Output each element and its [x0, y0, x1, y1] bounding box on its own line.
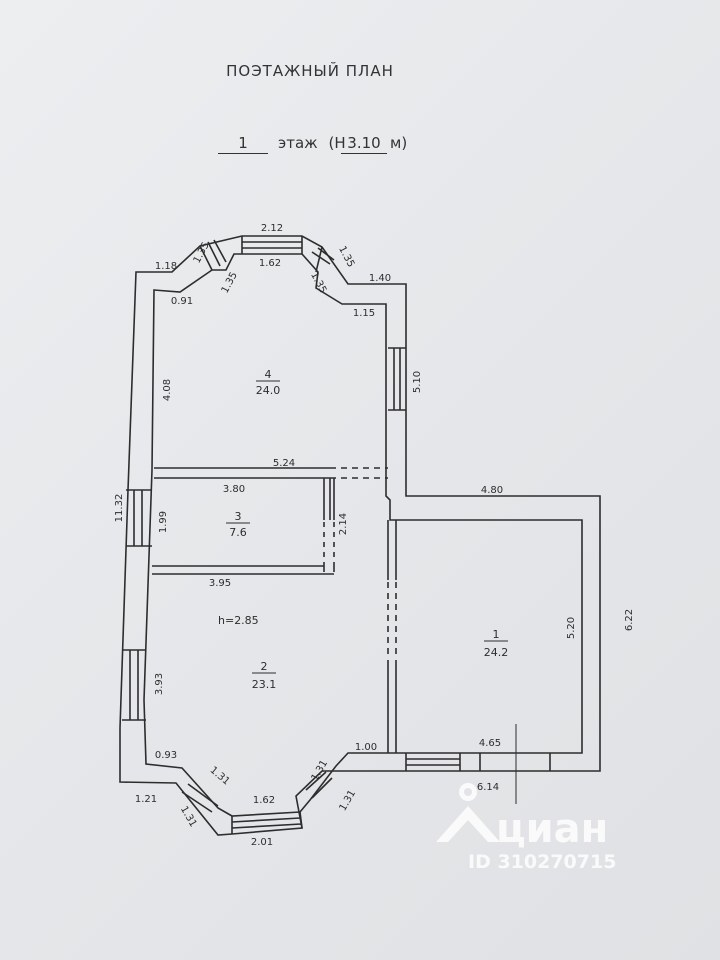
dim-room3-top: 3.80	[223, 484, 245, 495]
dim-room3-right: 2.14	[338, 513, 349, 535]
room-2-height-note: h=2.85	[218, 614, 259, 627]
door-4-1	[330, 467, 388, 479]
window-room2-left	[122, 649, 146, 721]
dim-bottom-left-diag-inner: 1.31	[208, 765, 232, 788]
dim-top-bay-outer: 2.12	[261, 223, 283, 234]
dim-bottom-bay-inner: 1.62	[253, 795, 275, 806]
room-2-label: 2 23.1	[252, 660, 277, 691]
cian-logo-icon	[436, 783, 500, 842]
dim-top-right-inner: 1.15	[353, 308, 375, 319]
room-1-label: 1 24.2	[484, 628, 509, 659]
dim-top-bay-inner: 1.62	[259, 258, 281, 269]
height-unit: м)	[390, 134, 408, 152]
dim-room3-left: 1.99	[158, 511, 169, 533]
watermark-id: ID 310270715	[468, 851, 616, 873]
room-1-area: 24.2	[484, 646, 509, 659]
plan-title: ПОЭТАЖНЫЙ ПЛАН	[226, 62, 394, 80]
window-room1-bottom	[405, 753, 551, 771]
room-2-number: 2	[261, 660, 268, 673]
dim-room3-bottom: 3.95	[209, 578, 231, 589]
window-room4-right	[388, 347, 406, 411]
door-3	[323, 522, 335, 562]
dim-room1-bottom-outer: 6.14	[477, 782, 499, 793]
watermark-brand: циан	[496, 806, 608, 852]
room-4-number: 4	[265, 368, 272, 381]
door-2-1	[387, 582, 397, 658]
dim-left-outer: 11.32	[114, 494, 125, 523]
outer-wall	[119, 235, 601, 836]
floor-word: этаж	[278, 134, 318, 152]
height-prefix: (Н	[328, 134, 346, 152]
window-bottom-left	[181, 783, 219, 813]
window-top-right	[311, 246, 335, 273]
dim-ext-top: 4.80	[481, 485, 503, 496]
dim-bottom-left-outer: 1.21	[135, 794, 157, 805]
dim-room1-right-inner: 5.20	[566, 617, 577, 639]
window-bottom-right	[305, 771, 333, 799]
room-4-area: 24.0	[256, 384, 281, 397]
dim-room2-left: 3.93	[154, 673, 165, 695]
dim-room1-right-outer: 6.22	[624, 609, 635, 631]
dim-top-left-outer: 1.18	[155, 261, 177, 272]
dim-top-right-diag-outer: 1.35	[336, 244, 356, 269]
dim-partition-length: 5.24	[273, 458, 295, 469]
dim-top-left-diag-inner: 1.35	[220, 270, 240, 295]
dim-room4-left: 4.08	[162, 379, 173, 401]
room-1-number: 1	[493, 628, 500, 641]
cian-watermark: циан ID 310270715	[436, 783, 616, 873]
dim-bottom-right-diag-outer: 1.31	[338, 788, 359, 813]
dim-room4-right: 5.10	[412, 371, 423, 393]
room-4-label: 4 24.0	[256, 368, 281, 397]
dim-top-right-diag-inner: 1.35	[308, 270, 328, 295]
partition-3-2	[152, 565, 334, 575]
room-2-area: 23.1	[252, 678, 277, 691]
room-3-number: 3	[235, 510, 242, 523]
inner-wall	[143, 253, 583, 817]
dim-top-left-diag-outer: 1.35	[192, 240, 212, 265]
floor-number: 1	[218, 134, 268, 154]
partition-2-1	[387, 520, 397, 753]
dim-bottom-right-inner: 1.00	[355, 742, 377, 753]
window-top-left	[199, 239, 227, 271]
dim-bottom-bay-outer: 2.01	[251, 837, 273, 848]
partition-4-3	[154, 467, 331, 520]
window-room3-left	[126, 489, 152, 547]
dim-room1-bottom-inner: 4.65	[479, 738, 501, 749]
dim-top-left-inner: 0.91	[171, 296, 193, 307]
room-3-area: 7.6	[229, 526, 247, 539]
dim-bottom-left-inner: 0.93	[155, 750, 177, 761]
dimension-labels: 2.12 1.62 1.35 1.35 1.35 1.35 1.18 0.91 …	[114, 223, 635, 848]
ceiling-height: 3.10	[341, 134, 387, 154]
window-top-bay	[241, 236, 303, 254]
room-3-label: 3 7.6	[226, 510, 250, 539]
window-bottom-bay	[231, 811, 303, 834]
dim-top-right-outer: 1.40	[369, 273, 391, 284]
partition-3-right	[323, 478, 335, 572]
